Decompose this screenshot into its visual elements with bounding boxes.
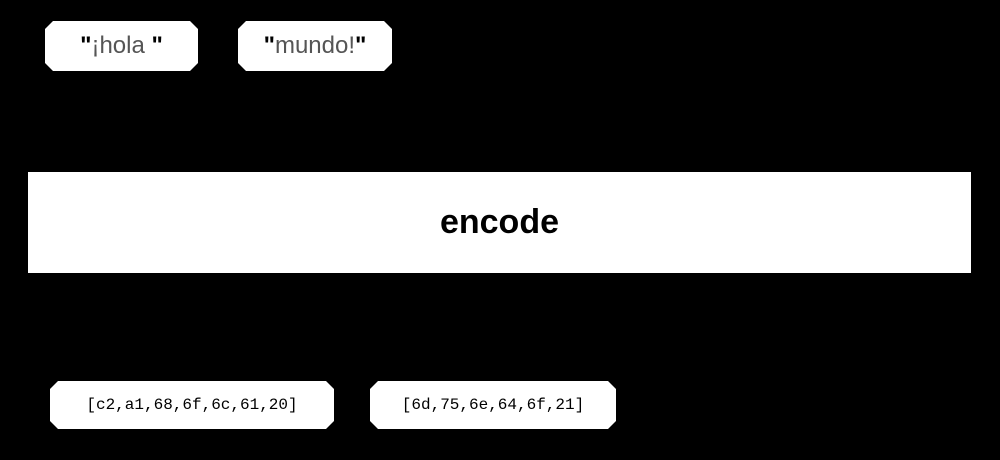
output-bytes-mundo: [6d,75,6e,64,6f,21] xyxy=(370,381,616,429)
output-bytes-hola: [c2,a1,68,6f,6c,61,20] xyxy=(50,381,334,429)
output-bytes-mundo-text: [6d,75,6e,64,6f,21] xyxy=(401,396,585,414)
output-bytes-hola-text: [c2,a1,68,6f,6c,61,20] xyxy=(86,396,298,414)
close-quote: " xyxy=(355,32,367,59)
input-string-mundo: "mundo!" xyxy=(238,21,392,71)
open-quote: " xyxy=(263,32,275,59)
input-string-hola-value: ¡hola xyxy=(91,32,152,59)
input-string-mundo-value: mundo! xyxy=(274,32,356,59)
input-string-hola: "¡hola " xyxy=(45,21,198,71)
input-string-hola-text: "¡hola " xyxy=(80,32,163,60)
open-quote: " xyxy=(80,32,92,59)
close-quote: " xyxy=(151,32,163,59)
input-string-mundo-text: "mundo!" xyxy=(264,32,367,60)
encode-label: encode xyxy=(439,203,560,241)
encode-process-box: encode xyxy=(28,172,971,273)
